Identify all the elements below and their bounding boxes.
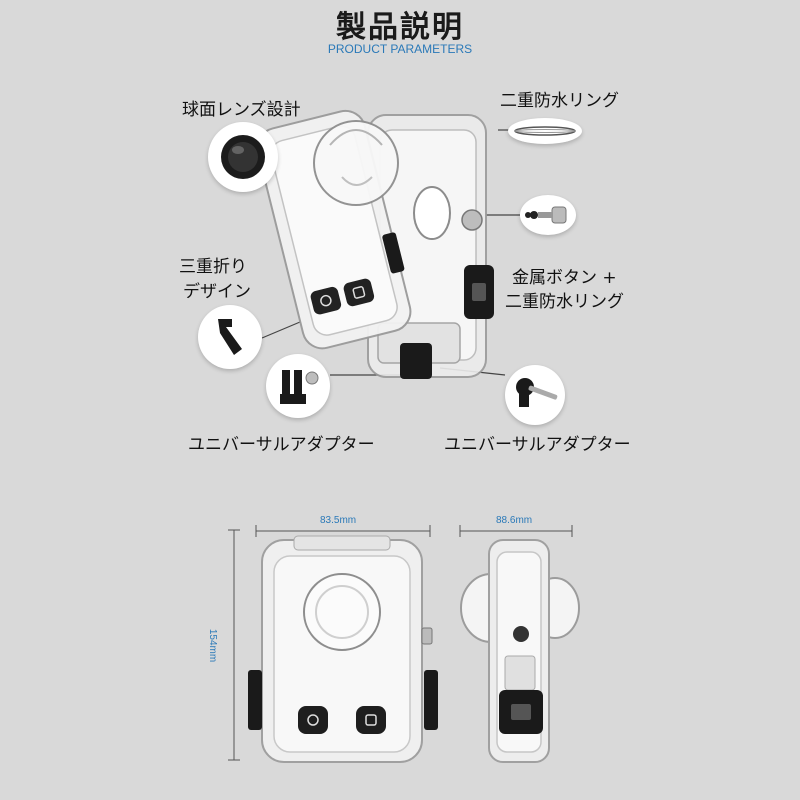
page-subtitle: PRODUCT PARAMETERS (327, 42, 473, 56)
screw-detail-circle (520, 195, 576, 235)
adapter-right-detail-circle (505, 365, 565, 425)
label-triple-fold-2: デザイン (183, 282, 251, 302)
label-double-ring-top: 二重防水リング (500, 91, 619, 111)
label-spherical-lens: 球面レンズ設計 (182, 100, 301, 120)
adapter-left-detail-circle (266, 354, 330, 418)
housing-side-view (460, 539, 580, 763)
label-adapter-left: ユニバーサルアダプター (188, 435, 375, 455)
housing-front-view (248, 535, 438, 763)
label-metal-button-2: 二重防水リング (505, 292, 624, 312)
lens-detail-circle (208, 122, 278, 192)
label-adapter-right: ユニバーサルアダプター (444, 435, 631, 455)
dimension-width-side: 88.6mm (496, 515, 533, 526)
housing-main-illustration (260, 109, 494, 379)
dimension-width-front: 83.5mm (320, 515, 357, 526)
label-metal-button-1: 金属ボタン + (512, 268, 617, 288)
dimension-height: 154mm (207, 628, 219, 663)
fold-detail-circle (198, 305, 262, 369)
label-triple-fold-1: 三重折り (179, 257, 247, 277)
ring-detail-ellipse (508, 118, 582, 144)
page-title: 製品説明 (336, 10, 464, 45)
